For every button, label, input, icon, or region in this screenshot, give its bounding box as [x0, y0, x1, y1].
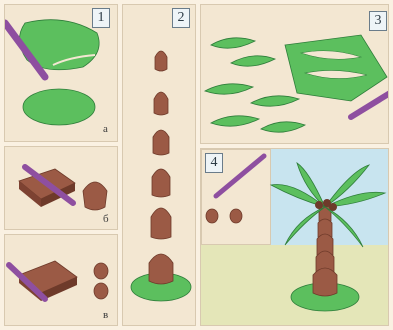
sublabel-v: в [103, 309, 108, 321]
step-number-2: 2 [172, 8, 190, 28]
panel-4: 4 [200, 148, 389, 326]
panel-1b: б [4, 146, 118, 230]
step-number-4: 4 [205, 153, 223, 173]
panel-1b-art [5, 147, 118, 230]
step-number-3: 3 [369, 11, 387, 31]
palm-tree-art [201, 149, 389, 326]
sublabel-b: б [103, 213, 109, 225]
panel-2 [122, 4, 196, 326]
panel-2-art [123, 5, 196, 326]
panel-3-art [201, 5, 389, 144]
panel-1v-art [5, 235, 118, 326]
panel-3: 3 [200, 4, 389, 144]
panel-1v: в [4, 234, 118, 326]
sublabel-a: а [103, 123, 108, 135]
step-number-1: 1 [92, 8, 110, 28]
